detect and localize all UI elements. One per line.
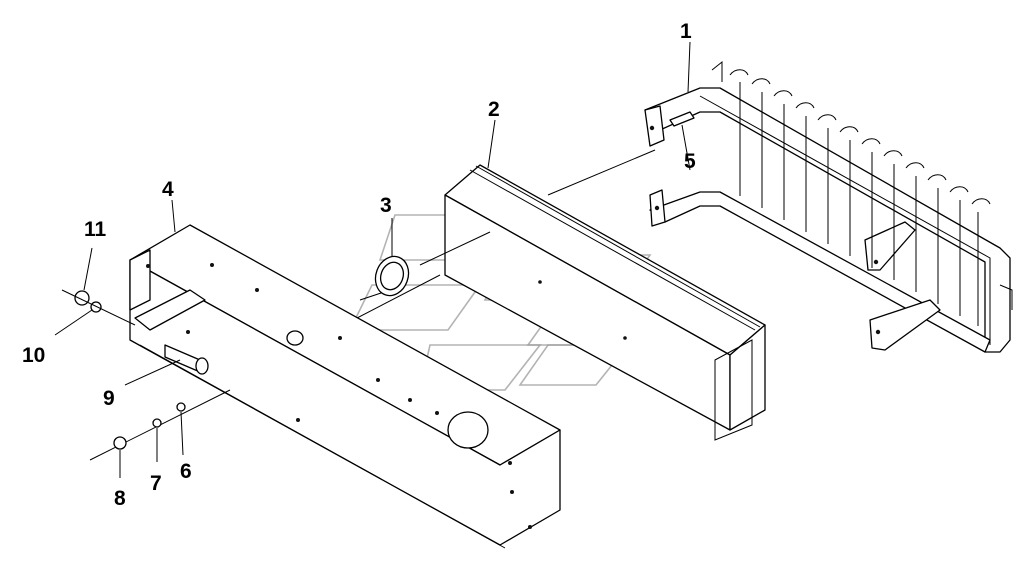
- callout-4: 4: [162, 178, 174, 201]
- callout-5: 5: [684, 150, 696, 173]
- callout-leaders: [119, 41, 691, 478]
- callout-9: 9: [103, 387, 115, 410]
- part-1-wire-guard: [644, 60, 1013, 353]
- part-9-pin: [124, 344, 209, 386]
- part-5-bolt: [669, 111, 695, 171]
- parts-6-7-8-fasteners: [89, 389, 231, 461]
- callout-7: 7: [150, 472, 162, 495]
- callout-11: 11: [84, 218, 107, 241]
- parts-10-11-fasteners: [54, 247, 136, 336]
- callout-3: 3: [380, 194, 392, 217]
- part-3-ring: [374, 255, 410, 297]
- callout-6: 6: [180, 460, 192, 483]
- callout-1: 1: [680, 20, 692, 43]
- callout-10: 10: [22, 344, 45, 367]
- callout-8: 8: [114, 487, 126, 510]
- callout-2: 2: [488, 98, 500, 121]
- part-4-bracket: [129, 224, 561, 549]
- part-2-box: [444, 164, 766, 441]
